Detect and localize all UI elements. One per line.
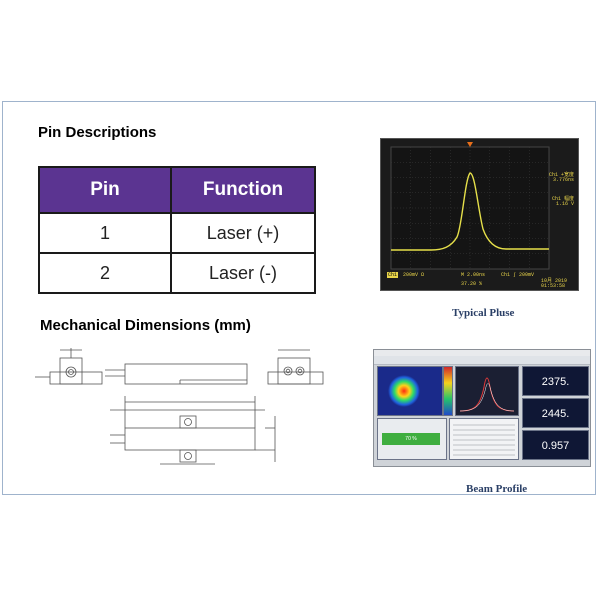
pin-table-header: Pin Function [38, 166, 316, 214]
beam-app-toolbar [374, 356, 590, 365]
mechanical-drawing [35, 348, 324, 465]
beam-parameter-table [449, 418, 519, 460]
pin-function-cell: Laser (-) [170, 252, 316, 294]
beam-profile-caption: Beam Profile [466, 483, 528, 495]
function-column-header: Function [170, 166, 316, 214]
beam-profile-curve [459, 377, 515, 412]
pin-number-cell: 1 [38, 212, 172, 254]
beam-readout-panel-1: 2375. [522, 366, 589, 396]
scope-time-div: M 2.00ns [461, 272, 486, 278]
beam-readout-3: 0.957 [541, 440, 570, 452]
pin-function-cell: Laser (+) [170, 212, 316, 254]
pin-descriptions-heading: Pin Descriptions [38, 124, 157, 141]
typical-pulse-caption: Typical Pluse [452, 307, 515, 319]
oscilloscope-trace [390, 142, 550, 270]
pin-table: Pin Function 1 Laser (+) 2 Laser (-) [38, 166, 316, 294]
mechanical-dimensions-heading: Mechanical Dimensions (mm) [40, 317, 251, 334]
table-row: 1 Laser (+) [38, 212, 316, 254]
beam-spot [388, 375, 420, 407]
beam-profile-screenshot: 2375. 2445. 0.957 [373, 349, 591, 467]
beam-profile-plot [455, 366, 519, 416]
table-row: 2 Laser (-) [38, 252, 316, 294]
beam-2d-heatmap [377, 366, 443, 416]
beam-app-menubar [374, 350, 590, 356]
beam-readout-2: 2445. [541, 408, 570, 420]
beam-readout-panel-2: 2445. [522, 398, 589, 428]
scope-readout-width-value: 3.776ns [552, 177, 574, 183]
scope-channel-badge: Ch1 [387, 272, 399, 278]
pin-column-header: Pin [38, 166, 172, 214]
scope-readout-amplitude-value: 1.16 V [555, 201, 574, 207]
scope-percent: 37.20 % [461, 281, 483, 287]
scope-readout-width-label: Ch1 +宽度 [548, 172, 574, 178]
beam-color-scale [443, 366, 453, 416]
beam-progress-bar: 70 % [382, 433, 440, 445]
beam-readout-panel-3: 0.957 [522, 430, 589, 460]
pin-number-cell: 2 [38, 252, 172, 294]
scope-trigger: Ch1 ∫ 200mV [501, 272, 535, 278]
pulse-oscilloscope-image: Ch1 +宽度 3.776ns Ch1 幅度 1.16 V Ch1 200mV … [380, 138, 579, 291]
beam-readout-1: 2375. [541, 376, 570, 388]
scope-readout-amplitude-label: Ch1 幅度 [551, 196, 574, 202]
scope-volts-div: 200mV Ω [403, 272, 425, 278]
beam-parameter-lines [453, 424, 515, 456]
scope-time: 01:53:58 [541, 283, 566, 289]
scope-date: 10月 2019 [541, 278, 568, 284]
